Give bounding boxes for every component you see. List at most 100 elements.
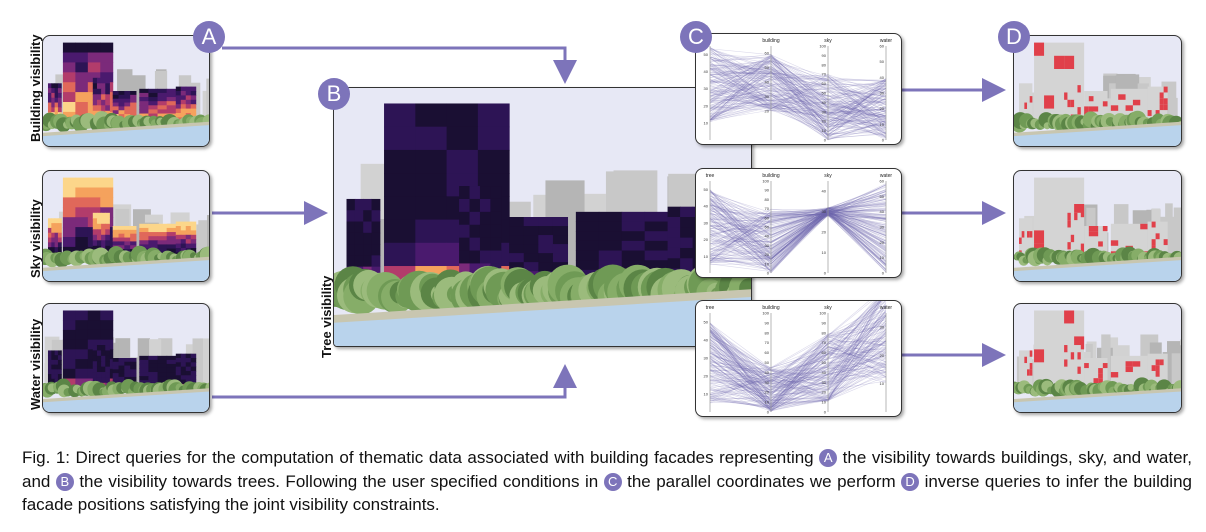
pc-polyline [709,213,887,262]
pc-polyline [709,214,887,272]
pc-polyline [709,211,887,256]
pc-polyline [709,46,887,132]
pc-polyline [709,353,887,406]
pc-polyline [709,315,887,412]
pc-polyline [709,58,887,135]
pc-polyline [709,214,887,254]
pc-polyline [709,341,887,404]
pc-polyline [709,208,887,253]
pc-tick-label: 80 [765,197,770,202]
pc-tick-label: 40 [765,80,770,85]
pc-polyline [709,78,887,121]
pc-polyline [709,350,887,403]
pc-polyline [709,335,887,385]
pc-polyline [709,202,887,257]
pc-tick-label: 40 [822,189,827,194]
pc-polyline [709,79,887,121]
pc-polyline [709,301,881,400]
pc-polyline [709,304,887,368]
pc-polyline [709,207,887,232]
pc-tick-label: 20 [880,106,885,111]
pc-polyline [709,195,887,255]
water-visibility-image [42,303,210,413]
pc-polyline [709,328,887,404]
pc-polyline [709,191,887,265]
pc-tick-label: 30 [765,243,770,248]
pc-polyline [709,301,882,375]
pc-polyline [709,209,887,230]
pc-polyline [709,208,887,236]
pc-polyline [709,301,873,408]
pc-polyline [709,323,887,412]
pc-polyline [709,311,887,393]
pc-polyline [709,59,887,104]
pc-polyline [709,210,887,259]
pc-polyline [709,57,887,126]
pc-polyline [709,347,887,395]
pc-polyline [709,336,887,391]
pc-polyline [709,207,887,250]
pc-tick-label: 40 [704,69,709,74]
pc-tick-label: 10 [880,122,885,127]
pc-tick-label: 80 [822,62,827,67]
pc-polyline [709,66,887,125]
pc-polyline [709,51,887,119]
arrow-water-to-b [212,364,577,399]
pc-polyline [709,211,887,260]
pc-tick-label: 0 [767,271,770,276]
pc-polyline [709,210,887,269]
pc-polyline [709,365,887,407]
pc-polyline [709,340,887,395]
pc-tick-label: 10 [822,128,827,133]
arrows [212,46,1006,399]
pc-tick-label: 60 [822,81,827,86]
pc-polyline [709,58,887,98]
pc-polyline [709,349,887,409]
pc-polyline [709,84,887,115]
pc-polyline [709,354,887,401]
pc-polyline [709,89,887,128]
pc-polyline [709,70,887,81]
pc-tick-label: 20 [822,230,827,235]
pc-polyline [709,337,887,391]
pc-polyline [709,62,887,137]
pc-polyline [709,213,887,265]
pc-polyline [709,84,887,122]
pc-polyline [709,82,887,106]
pc-polyline [709,193,887,263]
pc-polyline [709,71,887,126]
caption-text: the visibility towards trees. Following … [73,471,604,491]
pc-polyline [709,207,887,262]
pc-tick-label: 20 [704,237,709,242]
inverse-query-result-3 [1013,303,1182,413]
pc-polyline [709,88,887,101]
pc-polyline [709,305,887,393]
building-visibility-image [42,35,210,147]
pc-tick-label: 20 [880,240,885,245]
pc-polyline [709,183,887,243]
pc-polyline [709,212,887,255]
pc-tick-label: 0 [824,138,827,143]
pc-polyline [709,214,887,273]
pc-polyline [709,47,887,120]
pc-polyline [709,61,887,141]
pc-polyline [709,303,887,412]
pc-polyline [709,54,887,124]
pc-tick-label: 20 [704,103,709,108]
pc-polyline [709,77,887,110]
pc-polyline [709,191,887,235]
pc-polyline [709,209,887,257]
pc-tick-label: 40 [880,209,885,214]
pc-polyline [709,60,887,115]
pc-polyline [709,190,887,231]
pc-polyline [709,71,887,119]
pc-polyline [709,305,887,391]
pc-polyline [709,48,887,129]
pc-tick-label: 10 [704,120,709,125]
pc-polyline [709,210,887,259]
pc-polyline [709,330,887,404]
pc-polyline [709,334,887,396]
